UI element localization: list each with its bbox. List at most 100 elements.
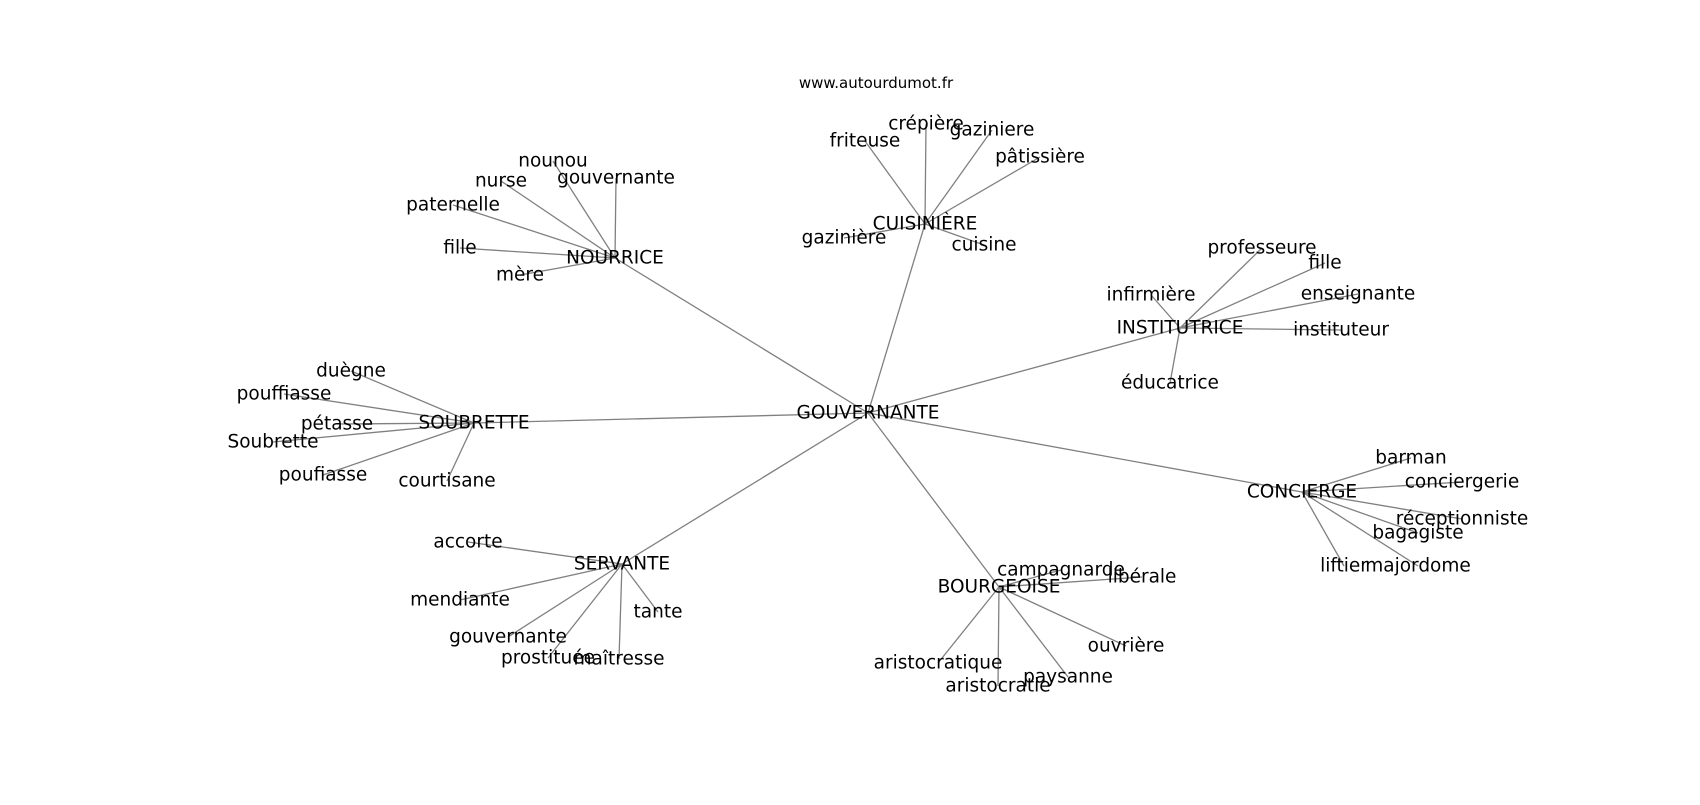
edge-soubrette-duegne [350, 370, 475, 424]
edge-bourgeoise-aristocratique [937, 586, 1000, 664]
leaf-node-concierge-conciergerie: conciergerie [1405, 472, 1519, 493]
edge-bourgeoise-ouvriere [998, 586, 1127, 647]
edge-soubrette-pouffiasse [283, 393, 475, 424]
edge-institutrice-fille [1179, 262, 1326, 329]
leaf-node-servante-mendiante: mendiante [410, 590, 510, 611]
leaf-node-bourgeoise-paysanne: paysanne [1023, 667, 1113, 688]
edge-nourrice-fille [459, 247, 616, 259]
edge-institutrice-instituteur [1179, 327, 1342, 331]
leaf-node-cuisiniere-crepiere: crépière [888, 114, 964, 135]
edge-institutrice-enseignante [1179, 293, 1359, 329]
hub-node-concierge: CONCIERGE [1247, 482, 1357, 503]
edge-bourgeoise-campagnarde [998, 569, 1062, 588]
edges-layer [272, 123, 1463, 687]
edge-center-soubrette [473, 412, 869, 424]
edge-nourrice-paternelle [452, 204, 616, 259]
leaf-node-institutrice-instituteur: instituteur [1293, 320, 1389, 341]
edge-institutrice-infirmiere [1150, 294, 1181, 329]
hub-node-soubrette: SOUBRETTE [418, 413, 529, 434]
edge-bourgeoise-paysanne [998, 586, 1069, 678]
edge-servante-gouvernante [507, 563, 623, 638]
edge-servante-mendiante [459, 563, 623, 601]
leaf-node-cuisiniere-friteuse: friteuse [830, 131, 901, 152]
edge-concierge-liftier [1301, 491, 1345, 567]
leaf-node-servante-tante: tante [634, 602, 683, 623]
edge-servante-prostituee [547, 563, 623, 659]
edge-institutrice-educatrice [1169, 327, 1181, 384]
edge-cuisiniere-gaziniere [924, 129, 993, 225]
leaf-node-bourgeoise-ouvriere: ouvrière [1088, 636, 1165, 657]
edge-soubrette-courtisane [446, 422, 475, 482]
edge-bourgeoise-liberale [998, 576, 1143, 588]
leaf-node-soubrette-courtisane: courtisane [398, 471, 495, 492]
leaf-node-cuisiniere-patissiere: pâtissière [995, 147, 1085, 168]
edge-concierge-barman [1301, 457, 1412, 493]
leaf-node-institutrice-educatrice: éducatrice [1121, 373, 1219, 394]
leaf-node-nourrice-paternelle: paternelle [406, 195, 500, 216]
leaf-node-institutrice-professeure: professeure [1207, 238, 1316, 259]
leaf-node-nourrice-nurse: nurse [475, 171, 527, 192]
leaf-node-cuisiniere-gaziniere: gaziniere [950, 120, 1035, 141]
edge-center-cuisiniere [867, 223, 926, 414]
leaf-node-soubrette-soubrette: Soubrette [227, 432, 318, 453]
leaf-node-institutrice-infirmiere: infirmière [1107, 285, 1196, 306]
edge-center-concierge [867, 412, 1303, 493]
leaf-node-concierge-barman: barman [1375, 448, 1446, 469]
center-node-gouvernante: GOUVERNANTE [797, 403, 940, 424]
edge-nourrice-nounou [552, 160, 616, 259]
edge-soubrette-soubrette [272, 422, 475, 443]
leaf-node-nourrice-mere: mère [496, 265, 544, 286]
edge-center-bourgeoise [867, 412, 1000, 588]
leaf-node-concierge-liftier: liftier [1320, 556, 1368, 577]
leaf-node-institutrice-enseignante: enseignante [1301, 284, 1415, 305]
leaf-node-nourrice-fille: fille [443, 238, 476, 259]
edge-servante-maitresse [618, 563, 623, 660]
leaf-node-servante-maitresse: maîtresse [574, 649, 665, 670]
leaf-node-nourrice-nounou: nounou [518, 151, 588, 172]
edge-concierge-bagagiste [1301, 491, 1419, 534]
edge-institutrice-professeure [1179, 247, 1263, 329]
leaf-node-concierge-receptionniste: réceptionniste [1396, 509, 1528, 530]
hub-node-institutrice: INSTITUTRICE [1117, 318, 1244, 339]
edge-concierge-conciergerie [1301, 481, 1463, 493]
hub-node-servante: SERVANTE [574, 554, 670, 575]
leaf-node-soubrette-petasse: pétasse [301, 414, 373, 435]
edge-cuisiniere-gaziniere [843, 223, 926, 239]
edge-nourrice-mere [519, 257, 616, 276]
site-url-label: www.autourdumot.fr [799, 74, 954, 92]
labels-layer: www.autourdumot.fr GOUVERNANTE NOURRICE no… [227, 74, 1528, 697]
edge-bourgeoise-aristocratie [997, 586, 1000, 687]
edge-cuisiniere-friteuse [864, 140, 926, 225]
edge-cuisiniere-crepiere [924, 123, 927, 225]
edge-servante-tante [621, 563, 659, 613]
leaf-node-servante-prostituee: prostituée [501, 648, 595, 669]
edge-nourrice-nurse [500, 180, 616, 259]
edge-soubrette-petasse [336, 422, 475, 425]
edge-cuisiniere-patissiere [924, 156, 1041, 225]
edge-concierge-majordome [1301, 491, 1419, 567]
leaf-node-nourrice-gouvernante: gouvernante [557, 168, 675, 189]
leaf-node-concierge-majordome: majordome [1365, 556, 1471, 577]
edge-servante-accorte [467, 541, 623, 565]
leaf-node-soubrette-pouffiasse: pouffiasse [237, 384, 332, 405]
leaf-node-cuisiniere-cuisine: cuisine [952, 235, 1017, 256]
leaf-node-bourgeoise-aristocratique: aristocratique [874, 653, 1003, 674]
hub-node-nourrice: NOURRICE [566, 248, 664, 269]
edge-center-nourrice [614, 257, 869, 414]
leaf-node-servante-accorte: accorte [433, 532, 502, 553]
hub-node-cuisiniere: CUISINIÈRE [873, 213, 978, 235]
leaf-node-servante-gouvernante: gouvernante [449, 627, 567, 648]
hub-node-bourgeoise: BOURGEOISE [938, 577, 1061, 598]
leaf-node-bourgeoise-aristocratie: aristocratie [945, 676, 1050, 697]
edge-nourrice-gouvernante [614, 177, 617, 259]
leaf-node-concierge-bagagiste: bagagiste [1372, 523, 1463, 544]
leaf-node-bourgeoise-liberale: libérale [1108, 567, 1177, 588]
leaf-node-cuisiniere-gaziniere: gazinière [802, 228, 887, 249]
leaf-node-soubrette-duegne: duègne [316, 361, 386, 382]
edge-center-servante [621, 412, 869, 565]
edge-center-institutrice [867, 327, 1181, 414]
edge-cuisiniere-cuisine [924, 223, 985, 246]
leaf-node-institutrice-fille: fille [1308, 253, 1341, 274]
